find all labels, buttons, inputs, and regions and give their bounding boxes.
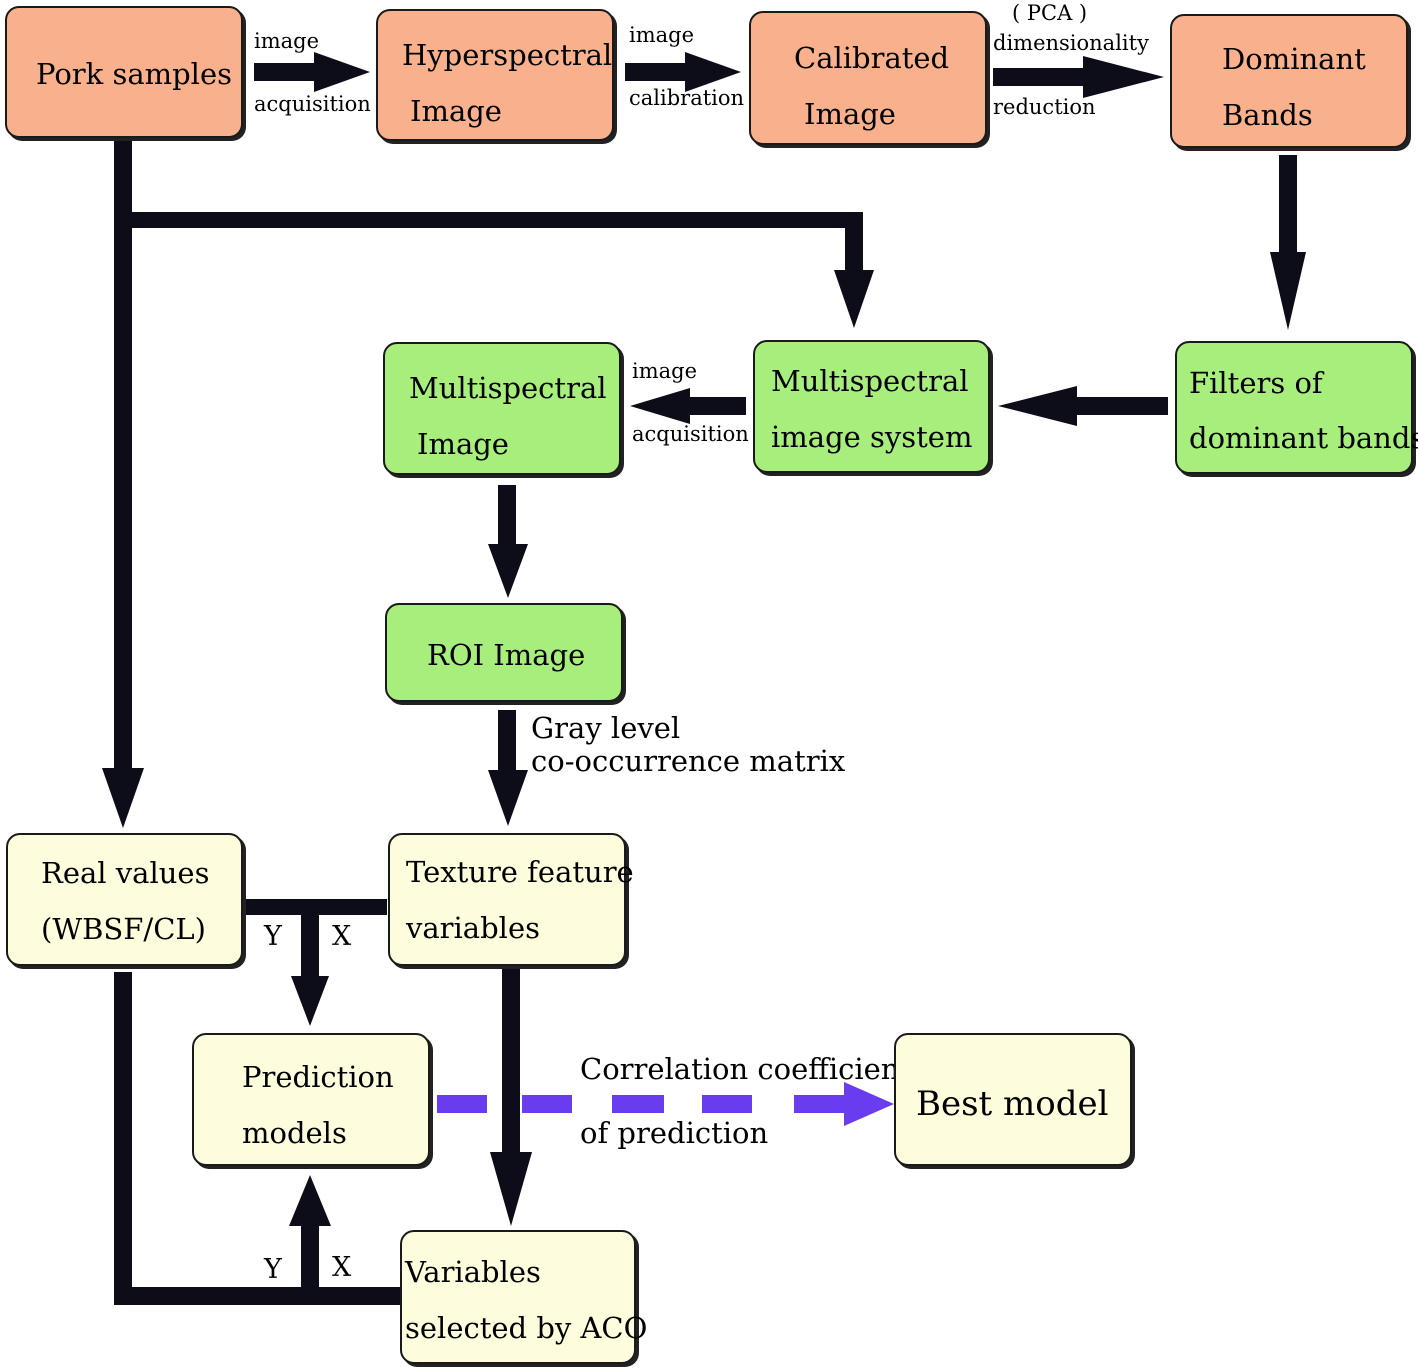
arrow-acquisition-2 — [630, 388, 746, 424]
edge-label-gray-level: Gray level — [531, 711, 681, 745]
arrow-roi-to-texture — [488, 710, 528, 826]
line-pork-to-real-values — [102, 140, 144, 828]
edge-label-of-prediction: of prediction — [580, 1116, 769, 1150]
edge-label-acquisition-2: acquisition — [632, 422, 749, 446]
hyperspectral-image-box: Hyperspectral Image — [376, 9, 614, 141]
calibrated-line1: Calibrated — [794, 41, 950, 75]
edge-label-reduction: reduction — [993, 95, 1096, 119]
hyperspectral-line1: Hyperspectral — [402, 38, 613, 72]
prediction-line2: models — [242, 1116, 347, 1150]
multispectral-image-line2: Image — [417, 427, 509, 461]
arrow-dominant-to-filters — [1270, 155, 1306, 330]
edge-label-image-2: image — [629, 23, 695, 47]
edge-label-x-top: X — [332, 921, 352, 952]
arrow-acquisition-1 — [254, 52, 370, 92]
variables-aco-box: Variables selected by ACO — [400, 1230, 647, 1364]
arrow-filters-to-system — [998, 386, 1168, 426]
filters-dominant-bands-box: Filters of dominant bands — [1175, 341, 1418, 474]
edge-label-image-1: image — [254, 29, 320, 53]
prediction-line1: Prediction — [242, 1060, 394, 1094]
real-values-line2: (WBSF/CL) — [41, 912, 206, 946]
multispectral-system-box: Multispectral image system — [753, 340, 990, 473]
roi-image-label: ROI Image — [427, 638, 586, 672]
texture-line2: variables — [406, 911, 540, 945]
arrow-multispectral-to-roi — [488, 485, 528, 598]
edge-label-calibration: calibration — [629, 86, 745, 110]
edge-label-x-bottom: X — [332, 1252, 352, 1283]
dashed-arrow-to-best-model — [437, 1082, 894, 1126]
pork-samples-label: Pork samples — [36, 57, 233, 91]
aco-line2: selected by ACO — [405, 1311, 648, 1345]
arrow-pca — [993, 56, 1164, 98]
filters-line2: dominant bands — [1189, 421, 1418, 455]
real-values-box: Real values (WBSF/CL) — [6, 833, 243, 966]
edge-label-acquisition-1: acquisition — [254, 92, 371, 116]
roi-image-box: ROI Image — [385, 603, 623, 702]
system-line1: Multispectral — [771, 364, 969, 398]
texture-line1: Texture feature — [406, 855, 634, 889]
edge-label-correlation: Correlation coefficient — [580, 1052, 912, 1086]
filters-line1: Filters of — [1189, 366, 1323, 400]
prediction-models-box: Prediction models — [192, 1033, 430, 1166]
edge-label-image-3: image — [632, 359, 698, 383]
dominant-bands-box: Dominant Bands — [1170, 14, 1408, 148]
arrow-calibration — [625, 52, 741, 92]
real-values-line1: Real values — [41, 856, 210, 890]
arrow-texture-to-aco — [490, 968, 532, 1226]
multispectral-image-line1: Multispectral — [409, 371, 607, 405]
pork-samples-box: Pork samples — [5, 6, 243, 138]
edge-label-y-bottom: Y — [264, 1254, 282, 1285]
best-model-box: Best model — [894, 1033, 1132, 1166]
dominant-line2: Bands — [1222, 98, 1313, 132]
edge-label-pca: ( PCA ) — [1012, 1, 1088, 25]
arrow-real-values-aco-to-prediction — [114, 972, 400, 1305]
arrow-xy-to-prediction — [245, 899, 387, 1026]
calibrated-image-box: Calibrated Image — [749, 11, 987, 145]
dominant-line1: Dominant — [1222, 42, 1366, 76]
line-pork-to-system — [123, 212, 874, 328]
calibrated-line2: Image — [804, 97, 896, 131]
texture-features-box: Texture feature variables — [388, 833, 634, 966]
edge-label-cooccurrence: co-occurrence matrix — [531, 744, 846, 778]
best-model-label: Best model — [916, 1084, 1109, 1124]
edge-label-y-top: Y — [264, 921, 282, 952]
aco-line1: Variables — [405, 1255, 541, 1289]
system-line2: image system — [771, 420, 973, 454]
multispectral-image-box: Multispectral Image — [383, 342, 621, 475]
edge-label-dimensionality: dimensionality — [993, 31, 1149, 55]
hyperspectral-line2: Image — [410, 94, 502, 128]
